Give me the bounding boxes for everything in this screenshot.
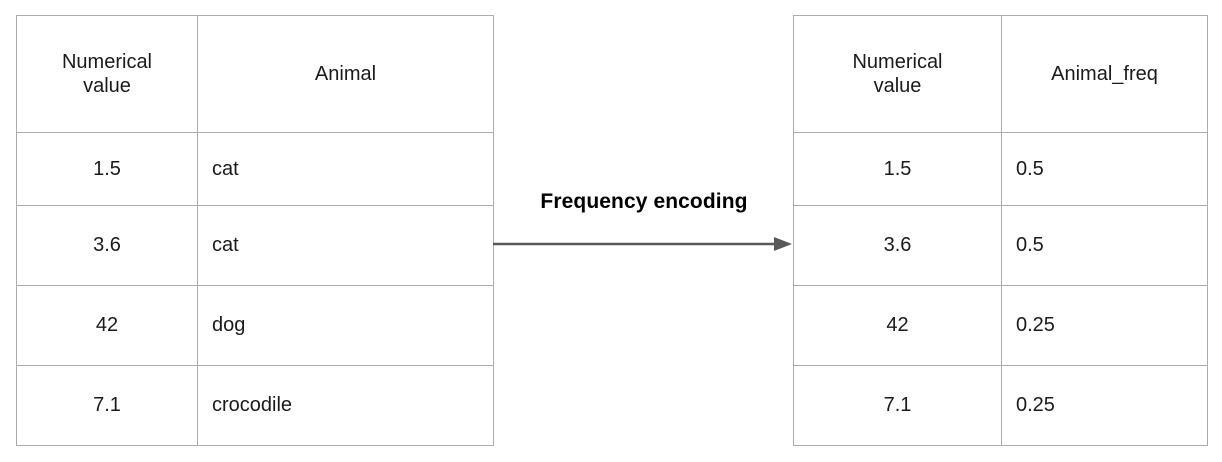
- table-row: 7.1 0.25: [793, 365, 1208, 446]
- result-header-numerical-value: Numerical value: [793, 15, 1002, 133]
- result-cell-animal-freq: 0.25: [1001, 365, 1208, 446]
- table-row: 3.6 0.5: [793, 205, 1208, 286]
- result-header-numerical-value-line2: value: [873, 75, 922, 97]
- result-cell-animal-freq: 0.25: [1001, 285, 1208, 366]
- source-header-numerical-value-line1: Numerical: [61, 50, 153, 73]
- source-cell-animal: cat: [197, 205, 494, 286]
- source-cell-numerical-value: 1.5: [16, 132, 198, 206]
- result-cell-numerical-value: 1.5: [793, 132, 1002, 206]
- table-row: 3.6 cat: [16, 205, 494, 286]
- source-cell-numerical-value: 3.6: [16, 205, 198, 286]
- transform-label: Frequency encoding: [540, 190, 748, 213]
- arrow-right-icon: [493, 237, 792, 251]
- source-table: Numerical value Animal 1.5 cat 3.6 cat 4…: [16, 15, 494, 446]
- result-header-numerical-value-line1: Numerical: [852, 50, 943, 73]
- result-table-header-row: Numerical value Animal_freq: [793, 15, 1208, 133]
- source-header-animal: Animal: [197, 15, 494, 133]
- result-header-animal-freq: Animal_freq: [1001, 15, 1208, 133]
- source-cell-numerical-value: 7.1: [16, 365, 198, 446]
- table-row: 42 dog: [16, 285, 494, 366]
- result-cell-numerical-value: 7.1: [793, 365, 1002, 446]
- result-table: Numerical value Animal_freq 1.5 0.5 3.6 …: [793, 15, 1208, 446]
- source-table-header-row: Numerical value Animal: [16, 15, 494, 133]
- source-header-numerical-value: Numerical value: [16, 15, 198, 133]
- result-cell-numerical-value: 3.6: [793, 205, 1002, 286]
- table-row: 42 0.25: [793, 285, 1208, 366]
- table-row: 7.1 crocodile: [16, 365, 494, 446]
- table-row: 1.5 cat: [16, 132, 494, 206]
- transform-group: Frequency encoding: [492, 190, 794, 266]
- source-header-numerical-value-line2: value: [83, 75, 131, 97]
- source-cell-animal: crocodile: [197, 365, 494, 446]
- source-cell-numerical-value: 42: [16, 285, 198, 366]
- table-row: 1.5 0.5: [793, 132, 1208, 206]
- source-cell-animal: cat: [197, 132, 494, 206]
- source-cell-animal: dog: [197, 285, 494, 366]
- result-cell-animal-freq: 0.5: [1001, 132, 1208, 206]
- result-cell-animal-freq: 0.5: [1001, 205, 1208, 286]
- result-cell-numerical-value: 42: [793, 285, 1002, 366]
